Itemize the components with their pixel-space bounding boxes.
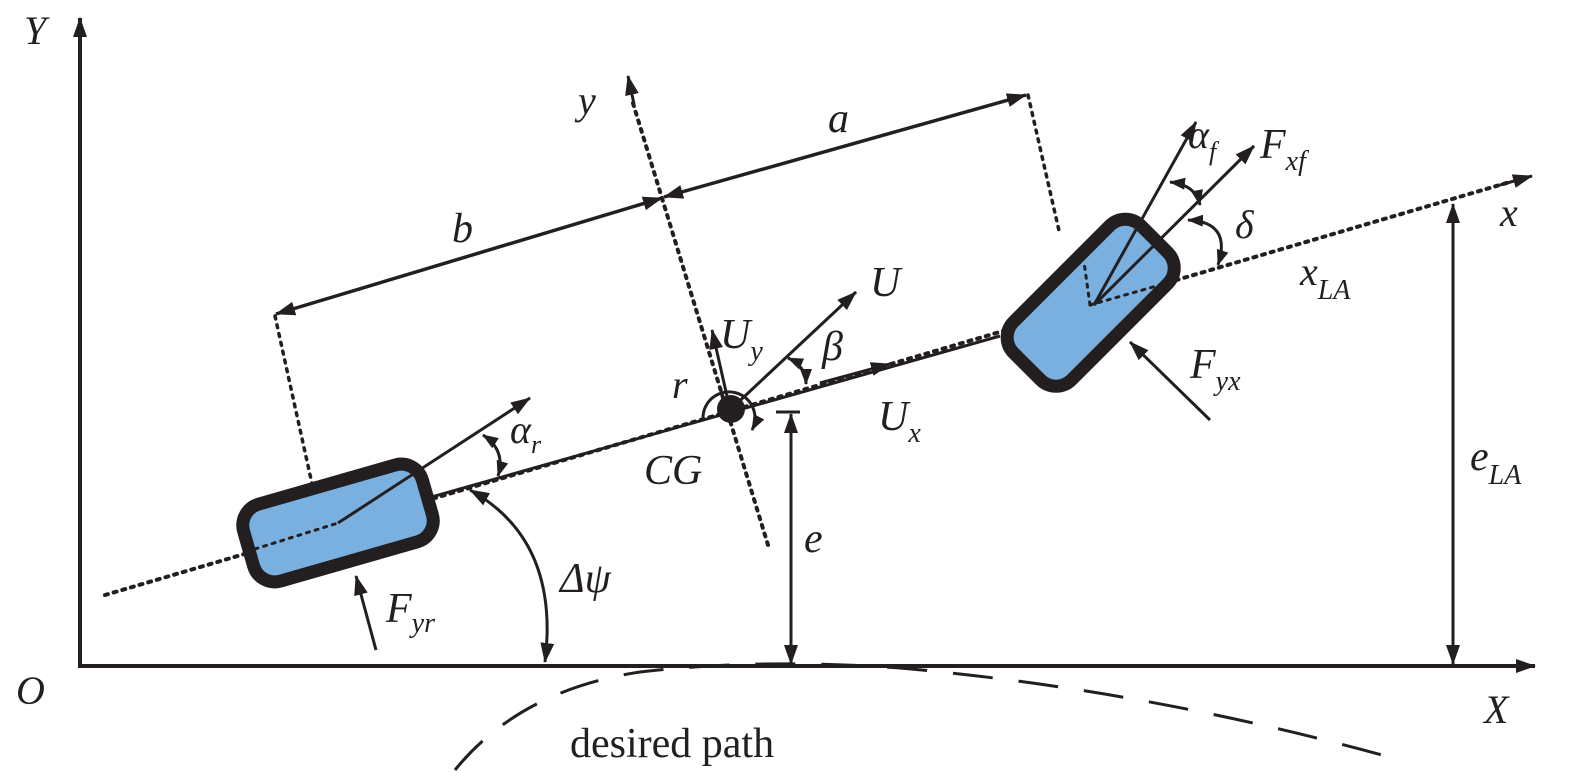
lateral-velocity-vector	[709, 329, 731, 406]
front-axle-extension	[1026, 93, 1062, 237]
steer-angle-arc	[1187, 214, 1229, 266]
dimension-b-label: b	[452, 206, 473, 252]
dimension-a	[663, 93, 1027, 199]
front-tire-velocity-vector	[1092, 121, 1198, 306]
front-lateral-force-label: Fyx	[1189, 342, 1241, 397]
lateral-error-label: e	[804, 516, 823, 562]
front-longitudinal-force-arrow	[1092, 144, 1256, 307]
origin-label: O	[16, 668, 45, 713]
front-lateral-force-arrow	[1128, 340, 1212, 422]
front-tire-axis-x	[1088, 283, 1162, 307]
lookahead-error-label: eLA	[1470, 434, 1522, 491]
front-tire-axis-y	[1082, 260, 1092, 307]
heading-error-arc	[469, 488, 555, 663]
center-of-gravity-label: CG	[644, 448, 702, 494]
longitudinal-velocity-vector	[819, 362, 891, 385]
desired-path-curve	[453, 662, 1401, 771]
rear-tire-velocity-vector	[337, 396, 531, 525]
longitudinal-velocity-label: Ux	[878, 394, 921, 449]
body-y-axis-label: y	[574, 78, 596, 123]
rear-slip-angle-label: αr	[510, 407, 542, 459]
dimension-a-label: a	[828, 96, 849, 142]
desired-path-label: desired path	[570, 721, 774, 767]
sideslip-angle-label: β	[821, 324, 843, 370]
front-slip-angle-label: αf	[1188, 112, 1220, 166]
speed-label: U	[870, 260, 903, 306]
lateral-velocity-label: Uy	[720, 312, 763, 367]
body-y-axis-arrow	[625, 75, 639, 105]
dimension-b	[275, 196, 663, 316]
rear-lateral-force-label: Fyr	[385, 586, 435, 639]
sideslip-angle-arc	[787, 356, 812, 385]
global-y-axis-label: Y	[24, 8, 50, 53]
body-y-axis	[630, 98, 770, 547]
heading-error-label: Δψ	[558, 556, 612, 602]
speed-vector	[729, 290, 858, 411]
rear-slip-angle-arc	[482, 433, 509, 477]
lookahead-point-label: xLA	[1299, 249, 1351, 306]
front-longitudinal-force-label: Fxf	[1259, 122, 1309, 177]
global-x-axis-label: X	[1482, 687, 1510, 732]
body-x-axis-label: x	[1499, 190, 1518, 235]
yaw-rate-label: r	[672, 362, 688, 407]
steer-angle-label: δ	[1235, 202, 1255, 247]
body-x-axis-arrow	[1499, 174, 1533, 188]
rear-lateral-force-arrow	[354, 575, 378, 651]
front-slip-angle-arc	[1169, 177, 1203, 206]
rear-tire-axis	[253, 521, 340, 551]
yaw-rate-arc	[701, 390, 765, 431]
